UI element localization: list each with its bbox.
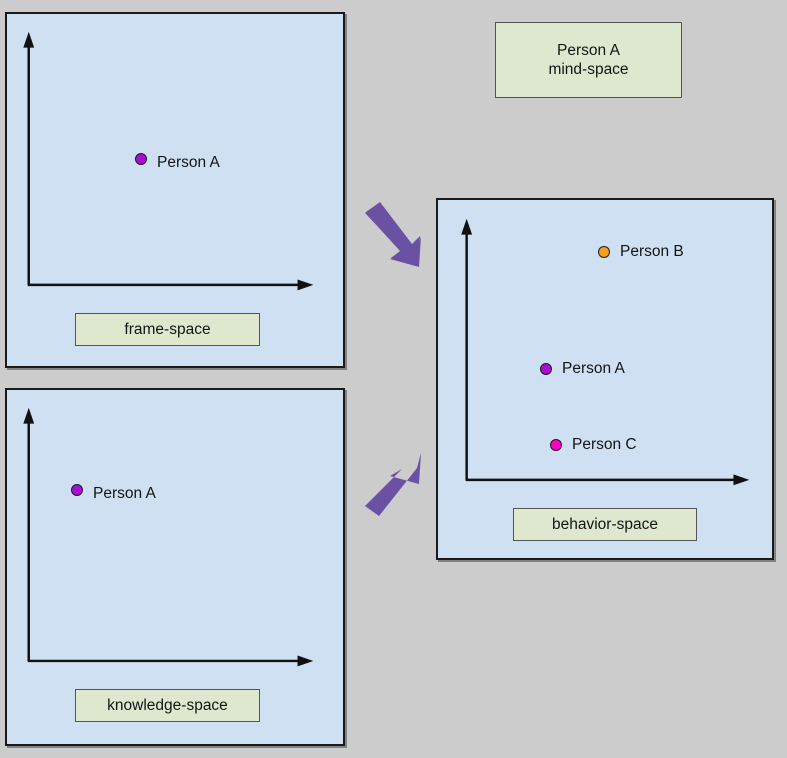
data-point-person-b bbox=[598, 246, 610, 258]
data-point-label-person-a: Person A bbox=[157, 154, 220, 171]
caption-behavior-space: behavior-space bbox=[513, 508, 697, 541]
data-point-label-person-a: Person A bbox=[93, 485, 156, 502]
data-point-person-a bbox=[71, 484, 83, 496]
panel-knowledge-space: Person A bbox=[5, 388, 345, 746]
caption-knowledge-space: knowledge-space bbox=[75, 689, 260, 722]
data-point-person-a bbox=[540, 363, 552, 375]
data-point-label-person-c: Person C bbox=[572, 436, 637, 453]
data-point-label-person-b: Person B bbox=[620, 243, 684, 260]
arrow-up-right-icon bbox=[365, 453, 421, 516]
data-point-person-a bbox=[135, 153, 147, 165]
data-point-person-c bbox=[550, 439, 562, 451]
mind-space-line-2: mind-space bbox=[548, 61, 629, 78]
mind-space-box: Person A mind-space bbox=[495, 22, 682, 98]
panel-behavior-space: Person B Person A Person C bbox=[436, 198, 774, 560]
arrow-down-right-icon bbox=[365, 202, 421, 267]
data-point-label-person-a: Person A bbox=[562, 360, 625, 377]
mind-space-line-1: Person A bbox=[557, 41, 620, 59]
caption-frame-space: frame-space bbox=[75, 313, 260, 346]
